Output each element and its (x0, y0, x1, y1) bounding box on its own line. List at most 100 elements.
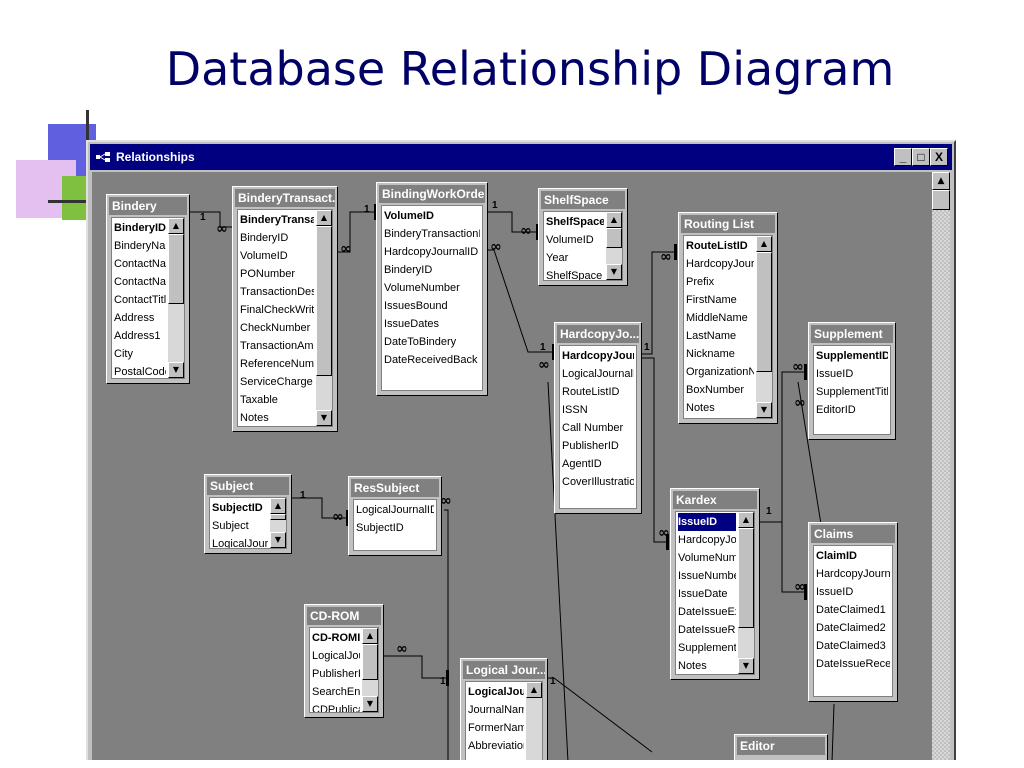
field-list[interactable]: ClaimID HardcopyJournalID IssueID DateCl… (813, 545, 893, 697)
field-item[interactable]: DateClaimed3 (816, 640, 886, 652)
field-item[interactable]: LogicalJournalID (312, 650, 360, 662)
scroll-thumb[interactable] (362, 644, 378, 680)
field-item[interactable]: City (114, 348, 133, 360)
close-button[interactable]: X (930, 148, 948, 166)
field-list[interactable]: CD-ROMID LogicalJournalID PublisherID Se… (309, 627, 379, 713)
field-scrollbar[interactable]: ▲ ▼ (606, 212, 622, 280)
field-list[interactable]: ShelfSpaceID VolumeID Year ShelfSpace ▲ … (543, 211, 623, 281)
field-item[interactable]: ReferenceNumber (240, 358, 314, 370)
table-title[interactable]: Claims (811, 525, 895, 543)
scroll-up-icon[interactable]: ▲ (362, 628, 378, 644)
table-title[interactable]: Bindery (109, 197, 187, 215)
table-title[interactable]: BinderyTransact... (235, 189, 335, 207)
scroll-down-icon[interactable]: ▼ (270, 532, 286, 548)
table-claims[interactable]: Claims ClaimID HardcopyJournalID IssueID… (808, 522, 898, 702)
scroll-down-icon[interactable]: ▼ (738, 658, 754, 674)
field-scrollbar[interactable]: ▲ ▼ (270, 498, 286, 548)
field-scrollbar[interactable]: ▲ (526, 682, 542, 760)
scroll-down-icon[interactable]: ▼ (168, 362, 184, 378)
table-bindery[interactable]: Bindery BinderyID BinderyName ContactNam… (106, 194, 190, 384)
scroll-thumb[interactable] (932, 190, 950, 210)
field-item[interactable]: PublisherID (562, 440, 619, 452)
window-titlebar[interactable]: Relationships _ □ X (90, 144, 952, 170)
field-item[interactable]: IssueDates (384, 318, 440, 330)
scroll-thumb[interactable] (316, 226, 332, 376)
field-item[interactable]: Notes (240, 412, 269, 424)
field-item[interactable]: TransactionDescription (240, 286, 314, 298)
field-item[interactable]: IssueDate (678, 588, 728, 600)
field-item[interactable]: LogicalJournalID (562, 368, 634, 380)
field-item-selected[interactable]: IssueID (678, 513, 736, 531)
field-item[interactable]: IssuesBound (384, 300, 448, 312)
field-item[interactable]: LogicalJournalID (212, 538, 268, 548)
field-item[interactable]: Year (546, 252, 569, 264)
field-list[interactable]: LogicalJournalID JournalName FormerName … (465, 681, 543, 760)
field-item[interactable]: SupplementTitle (816, 386, 888, 398)
field-item[interactable]: Notes (678, 660, 707, 672)
field-item[interactable]: DateIssueExpected (678, 606, 736, 618)
table-title[interactable]: Kardex (673, 491, 757, 509)
field-list[interactable]: RouteListID HardcopyJournalID Prefix Fir… (683, 235, 773, 419)
field-scrollbar[interactable]: ▲ ▼ (316, 210, 332, 426)
field-item[interactable]: CheckNumber (240, 322, 311, 334)
field-item[interactable]: BinderyID (240, 232, 289, 244)
field-item[interactable]: SubjectID (356, 522, 404, 534)
scroll-thumb[interactable] (270, 514, 286, 520)
scroll-thumb[interactable] (168, 234, 184, 304)
field-item[interactable]: DateClaimed2 (816, 622, 886, 634)
field-item[interactable]: Subject (212, 520, 249, 532)
field-item[interactable]: ContactTitle (114, 294, 166, 306)
table-title[interactable]: Editor (737, 737, 825, 755)
field-item[interactable]: BinderyID (114, 222, 166, 234)
table-hardcopy-journal[interactable]: HardcopyJo... HardcopyJournalID LogicalJ… (554, 322, 642, 514)
table-routing-list[interactable]: Routing List RouteListID HardcopyJournal… (678, 212, 778, 424)
field-item[interactable]: HardcopyJournalID (686, 258, 754, 270)
field-item[interactable]: VolumeID (384, 210, 434, 222)
table-title[interactable]: Logical Jour... (463, 661, 545, 679)
field-item[interactable]: BoxNumber (686, 384, 745, 396)
field-scrollbar[interactable]: ▲ ▼ (756, 236, 772, 418)
field-item[interactable]: ClaimID (816, 550, 857, 562)
field-list[interactable]: BinderyID BinderyName ContactName Contac… (111, 217, 185, 379)
field-item[interactable]: Prefix (686, 276, 715, 288)
scroll-up-icon[interactable]: ▲ (270, 498, 286, 514)
field-item[interactable]: SubjectID (212, 502, 263, 514)
table-title[interactable]: CD-ROM (307, 607, 381, 625)
table-title[interactable]: ResSubject (351, 479, 439, 497)
field-item[interactable]: PostalCode (114, 366, 166, 378)
field-list[interactable]: SupplementID IssueID SupplementTitle Edi… (813, 345, 891, 435)
field-item[interactable]: DateReceivedBack (384, 354, 478, 366)
table-title[interactable]: ShelfSpace (541, 191, 625, 209)
field-item[interactable]: CD-ROMID (312, 632, 360, 644)
scroll-down-icon[interactable]: ▼ (606, 264, 622, 280)
field-item[interactable]: TransactionAmount (240, 340, 314, 352)
field-item[interactable]: FormerName (468, 722, 524, 734)
field-item[interactable]: ServiceCharge (240, 376, 313, 388)
table-logical-journal[interactable]: Logical Jour... LogicalJournalID Journal… (460, 658, 548, 760)
maximize-button[interactable]: □ (912, 148, 930, 166)
field-item[interactable]: Abbreviation (468, 740, 524, 752)
field-item[interactable]: ShelfSpaceID (546, 216, 604, 228)
field-item[interactable]: MiddleName (686, 312, 748, 324)
scroll-thumb[interactable] (606, 228, 622, 248)
field-list[interactable]: IssueID HardcopyJournalID VolumeNumber I… (675, 511, 755, 675)
field-item[interactable]: DateIssueReceived (678, 624, 736, 636)
field-list[interactable]: LogicalJournalID SubjectID (353, 499, 437, 551)
field-item[interactable]: JournalName (468, 704, 524, 716)
table-subject[interactable]: Subject SubjectID Subject LogicalJournal… (204, 474, 292, 554)
field-item[interactable]: HardcopyJournalID (678, 534, 736, 546)
table-supplement[interactable]: Supplement SupplementID IssueID Suppleme… (808, 322, 896, 440)
field-item[interactable]: LogicalJournalID (468, 686, 524, 698)
field-item[interactable]: FirstName (686, 294, 737, 306)
field-item[interactable]: FinalCheckWritten (240, 304, 314, 316)
field-item[interactable]: RouteListID (562, 386, 620, 398)
scroll-up-icon[interactable]: ▲ (316, 210, 332, 226)
table-shelf-space[interactable]: ShelfSpace ShelfSpaceID VolumeID Year Sh… (538, 188, 628, 286)
field-item[interactable]: BinderyTransactionID (240, 214, 314, 226)
field-item[interactable]: VolumeNumber (678, 552, 736, 564)
field-item[interactable]: EditorID (816, 404, 856, 416)
scroll-down-icon[interactable]: ▼ (316, 410, 332, 426)
field-item[interactable]: IssueID (816, 586, 854, 598)
field-item[interactable]: PONumber (240, 268, 296, 280)
scroll-up-icon[interactable]: ▲ (168, 218, 184, 234)
